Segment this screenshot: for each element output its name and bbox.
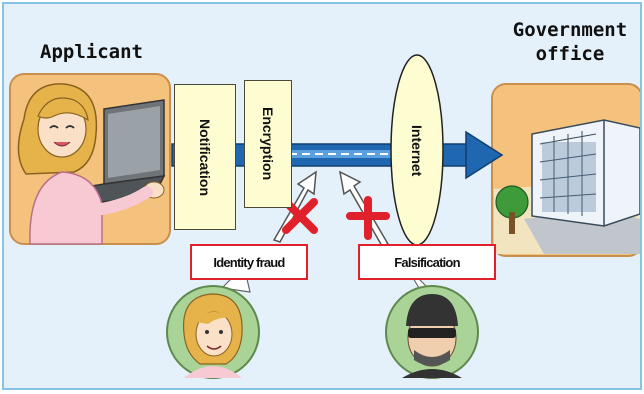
notification-text: Notification <box>197 118 213 196</box>
government-label-line2: office <box>535 43 605 65</box>
red-cross-icon <box>346 196 390 240</box>
government-office-label: Government office <box>498 18 640 66</box>
diagram-canvas: Applicant Government office Notification… <box>2 2 642 390</box>
internet-label: Internet <box>393 60 441 242</box>
woman-face-icon <box>166 285 260 379</box>
applicant-label: Applicant <box>40 41 143 63</box>
identity-fraud-label: Identity fraud <box>190 244 308 280</box>
encryption-box: Encryption <box>244 80 292 208</box>
falsification-label: Falsification <box>358 244 496 280</box>
woman-at-laptop-icon <box>17 83 166 245</box>
encryption-text: Encryption <box>260 107 276 181</box>
masked-man-icon <box>385 285 479 379</box>
office-building-icon <box>494 119 640 254</box>
internet-text: Internet <box>409 125 425 177</box>
government-label-line1: Government <box>512 19 628 41</box>
diagram-graphics <box>9 54 640 379</box>
notification-box: Notification <box>174 84 236 230</box>
